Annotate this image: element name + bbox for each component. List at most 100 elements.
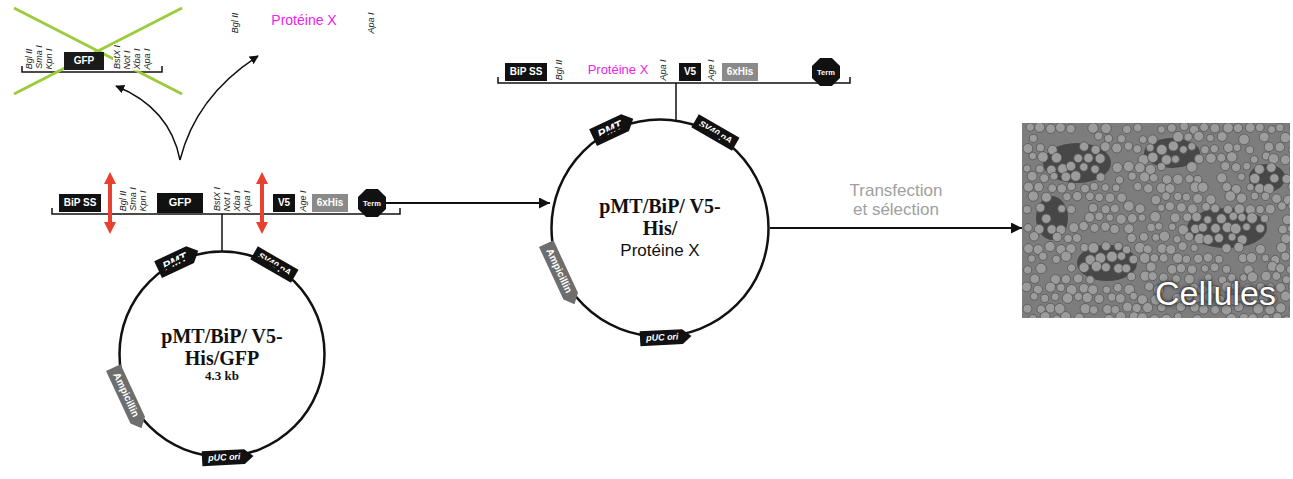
cell: [1192, 212, 1202, 222]
restriction-site: BstX I: [113, 44, 123, 70]
cell: [1226, 313, 1236, 318]
cell: [1051, 153, 1061, 163]
cell: [1091, 261, 1101, 271]
cell: [1024, 244, 1034, 254]
cell: [1129, 255, 1138, 264]
process-arrow: [386, 202, 550, 204]
octagon-shape: [812, 58, 840, 86]
cell: [1229, 212, 1237, 220]
cell: [1135, 163, 1145, 173]
restriction-site: Not I: [223, 191, 233, 212]
restriction-site: Kpn I: [139, 189, 149, 212]
cell: [1227, 152, 1237, 162]
cell: [1187, 162, 1198, 173]
cell: [1222, 182, 1231, 191]
cell: [1127, 233, 1136, 242]
cell: [1023, 165, 1031, 173]
cell: [1174, 192, 1182, 200]
cell: [1128, 172, 1136, 180]
restriction-site: BstX I: [213, 186, 223, 212]
cell: [1072, 234, 1081, 243]
cell: [1112, 163, 1122, 173]
cell: [1117, 193, 1127, 203]
cell: [1254, 164, 1264, 174]
cell: [1282, 174, 1290, 183]
cell: [1117, 252, 1125, 260]
cell: [1173, 131, 1184, 142]
cell: [1239, 134, 1250, 145]
cell: [1278, 225, 1287, 234]
cell: [1147, 223, 1156, 232]
cell: [1046, 124, 1056, 134]
cell: [1210, 145, 1218, 153]
cell: [1101, 123, 1112, 134]
cell: [1264, 142, 1274, 152]
node-label: Term: [363, 199, 381, 208]
restriction-site: Age I: [299, 189, 309, 212]
cell: [1108, 293, 1116, 301]
cell: [1042, 214, 1051, 223]
cell: [1038, 152, 1049, 163]
cell: [1069, 223, 1079, 233]
cell: [1217, 214, 1227, 224]
cell: [1159, 231, 1170, 242]
feature-arrow-shape: [106, 364, 149, 431]
cell: [1029, 232, 1038, 241]
cell: [1050, 172, 1058, 180]
cell: [1184, 133, 1192, 141]
cell: [1024, 182, 1034, 192]
cell: [1222, 265, 1230, 273]
octagon-shape: [358, 189, 386, 217]
cell: [1079, 283, 1089, 293]
cell: [1148, 152, 1158, 162]
cell: [1217, 173, 1227, 183]
cell: [1096, 173, 1105, 182]
cell: [1203, 234, 1213, 244]
node-label: BiP SS: [510, 66, 543, 78]
cell: [1029, 152, 1037, 160]
cell: [1282, 215, 1290, 225]
cell: [1066, 124, 1075, 133]
cell: [1101, 222, 1110, 231]
plasmid-ring: [120, 252, 325, 457]
cell: [1066, 161, 1076, 171]
cell: [1146, 262, 1156, 272]
restriction-site: Bgl II: [25, 47, 35, 70]
cell: [1247, 213, 1258, 224]
insert-name: Protéine X: [271, 12, 336, 29]
cell: [1101, 263, 1110, 272]
cell: [1127, 213, 1137, 223]
cell: [1061, 251, 1071, 261]
cell: [1250, 173, 1260, 183]
plasmid-name: pMT/BiP/ V5-His/: [595, 195, 725, 239]
cell: [1193, 193, 1203, 203]
cell: [1288, 182, 1290, 192]
cell: [1234, 242, 1244, 252]
restriction-site: Bgl II: [555, 58, 565, 81]
plasmid-ring: [552, 120, 769, 337]
restriction-site: Sma I: [129, 186, 139, 212]
cell: [1150, 254, 1159, 263]
cell: [1022, 282, 1031, 292]
cell: [1174, 313, 1182, 318]
restriction-site: Apa I: [659, 58, 669, 81]
cell: [1283, 316, 1290, 318]
node-label: Cellules: [1155, 275, 1276, 312]
cell: [1124, 201, 1135, 212]
cell: [1236, 193, 1246, 203]
cell: [1165, 202, 1174, 211]
cell: [1040, 312, 1050, 318]
cell: [1104, 134, 1112, 142]
cell: [1157, 144, 1168, 155]
cell: [1238, 213, 1246, 221]
cell: [1137, 313, 1147, 318]
signal-sequence-box: BiP SS: [59, 194, 102, 212]
node-label: pUC ori: [646, 332, 679, 344]
cell: [1194, 131, 1204, 141]
cell: [1250, 156, 1258, 164]
cell: [1230, 223, 1241, 234]
cell: [1127, 272, 1136, 281]
cell: [1185, 175, 1194, 184]
feature-arrow-shape: [201, 449, 253, 466]
cell: [1056, 123, 1066, 132]
